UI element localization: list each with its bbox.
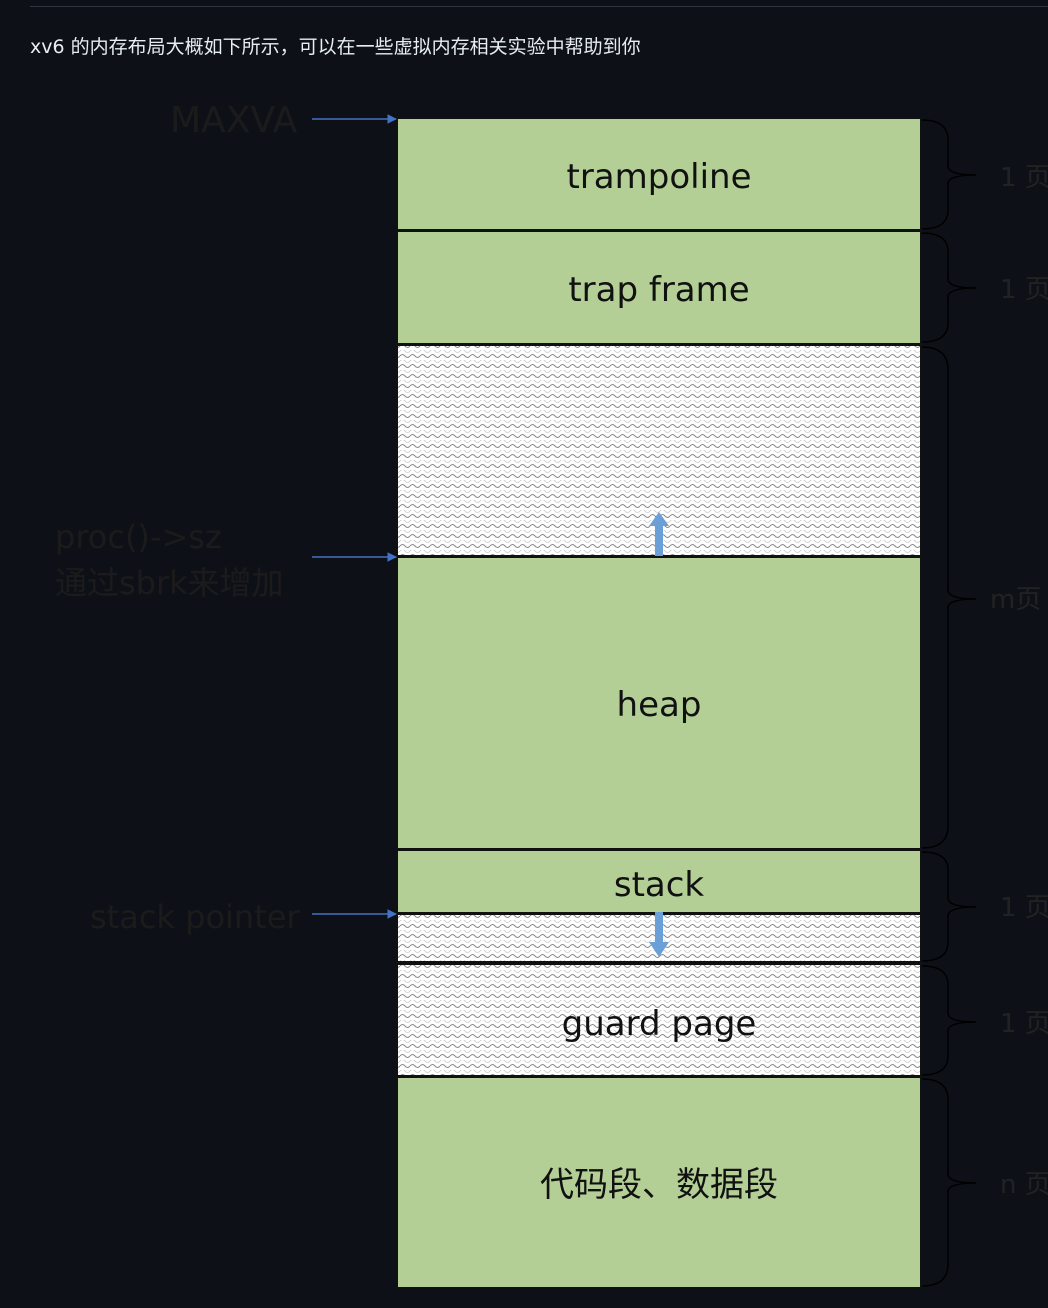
block-trampoline-label: trampoline (566, 157, 751, 197)
brace-stack-icon (921, 851, 977, 962)
block-heap: heap (396, 556, 922, 850)
block-trampoline: trampoline (396, 117, 922, 231)
block-stack-label: stack (614, 865, 705, 905)
brace-guard-page-icon (921, 965, 977, 1076)
brace-heap-region-icon (921, 346, 977, 849)
brace-code-data-icon (921, 1078, 977, 1287)
block-code-data: 代码段、数据段 (396, 1076, 922, 1289)
brace-heap-region-label: m页 (990, 585, 1041, 615)
brace-trampoline-icon (921, 119, 977, 230)
heap-growth-arrow-icon (649, 512, 669, 556)
brace-trampoline-label: 1 页 (1000, 163, 1048, 193)
brace-trap-frame-label: 1 页 (1000, 275, 1048, 305)
block-guard-page-label: guard page (562, 1004, 757, 1044)
intro-text: xv6 的内存布局大概如下所示，可以在一些虚拟内存相关实验中帮助到你 (30, 36, 641, 58)
top-divider (30, 6, 1048, 7)
brace-guard-page-label: 1 页 (1000, 1009, 1048, 1039)
block-stack: stack (396, 849, 922, 914)
block-code-data-label: 代码段、数据段 (540, 1165, 778, 1205)
brace-stack-label: 1 页 (1000, 893, 1048, 923)
brace-code-data-label: n 页 (1000, 1170, 1048, 1200)
block-heap-label: heap (617, 685, 702, 725)
stack-growth-arrow-icon (649, 912, 669, 957)
block-guard-page: guard page (396, 963, 922, 1077)
sbrk-label: 通过sbrk来增加 (55, 564, 284, 602)
maxva-label: MAXVA (170, 100, 298, 141)
block-trap-frame: trap frame (396, 230, 922, 345)
proc-sz-label: proc()->sz (55, 518, 222, 556)
stack-pointer-label: stack pointer (90, 898, 300, 936)
brace-trap-frame-icon (921, 232, 977, 343)
block-trap-frame-label: trap frame (568, 270, 749, 310)
